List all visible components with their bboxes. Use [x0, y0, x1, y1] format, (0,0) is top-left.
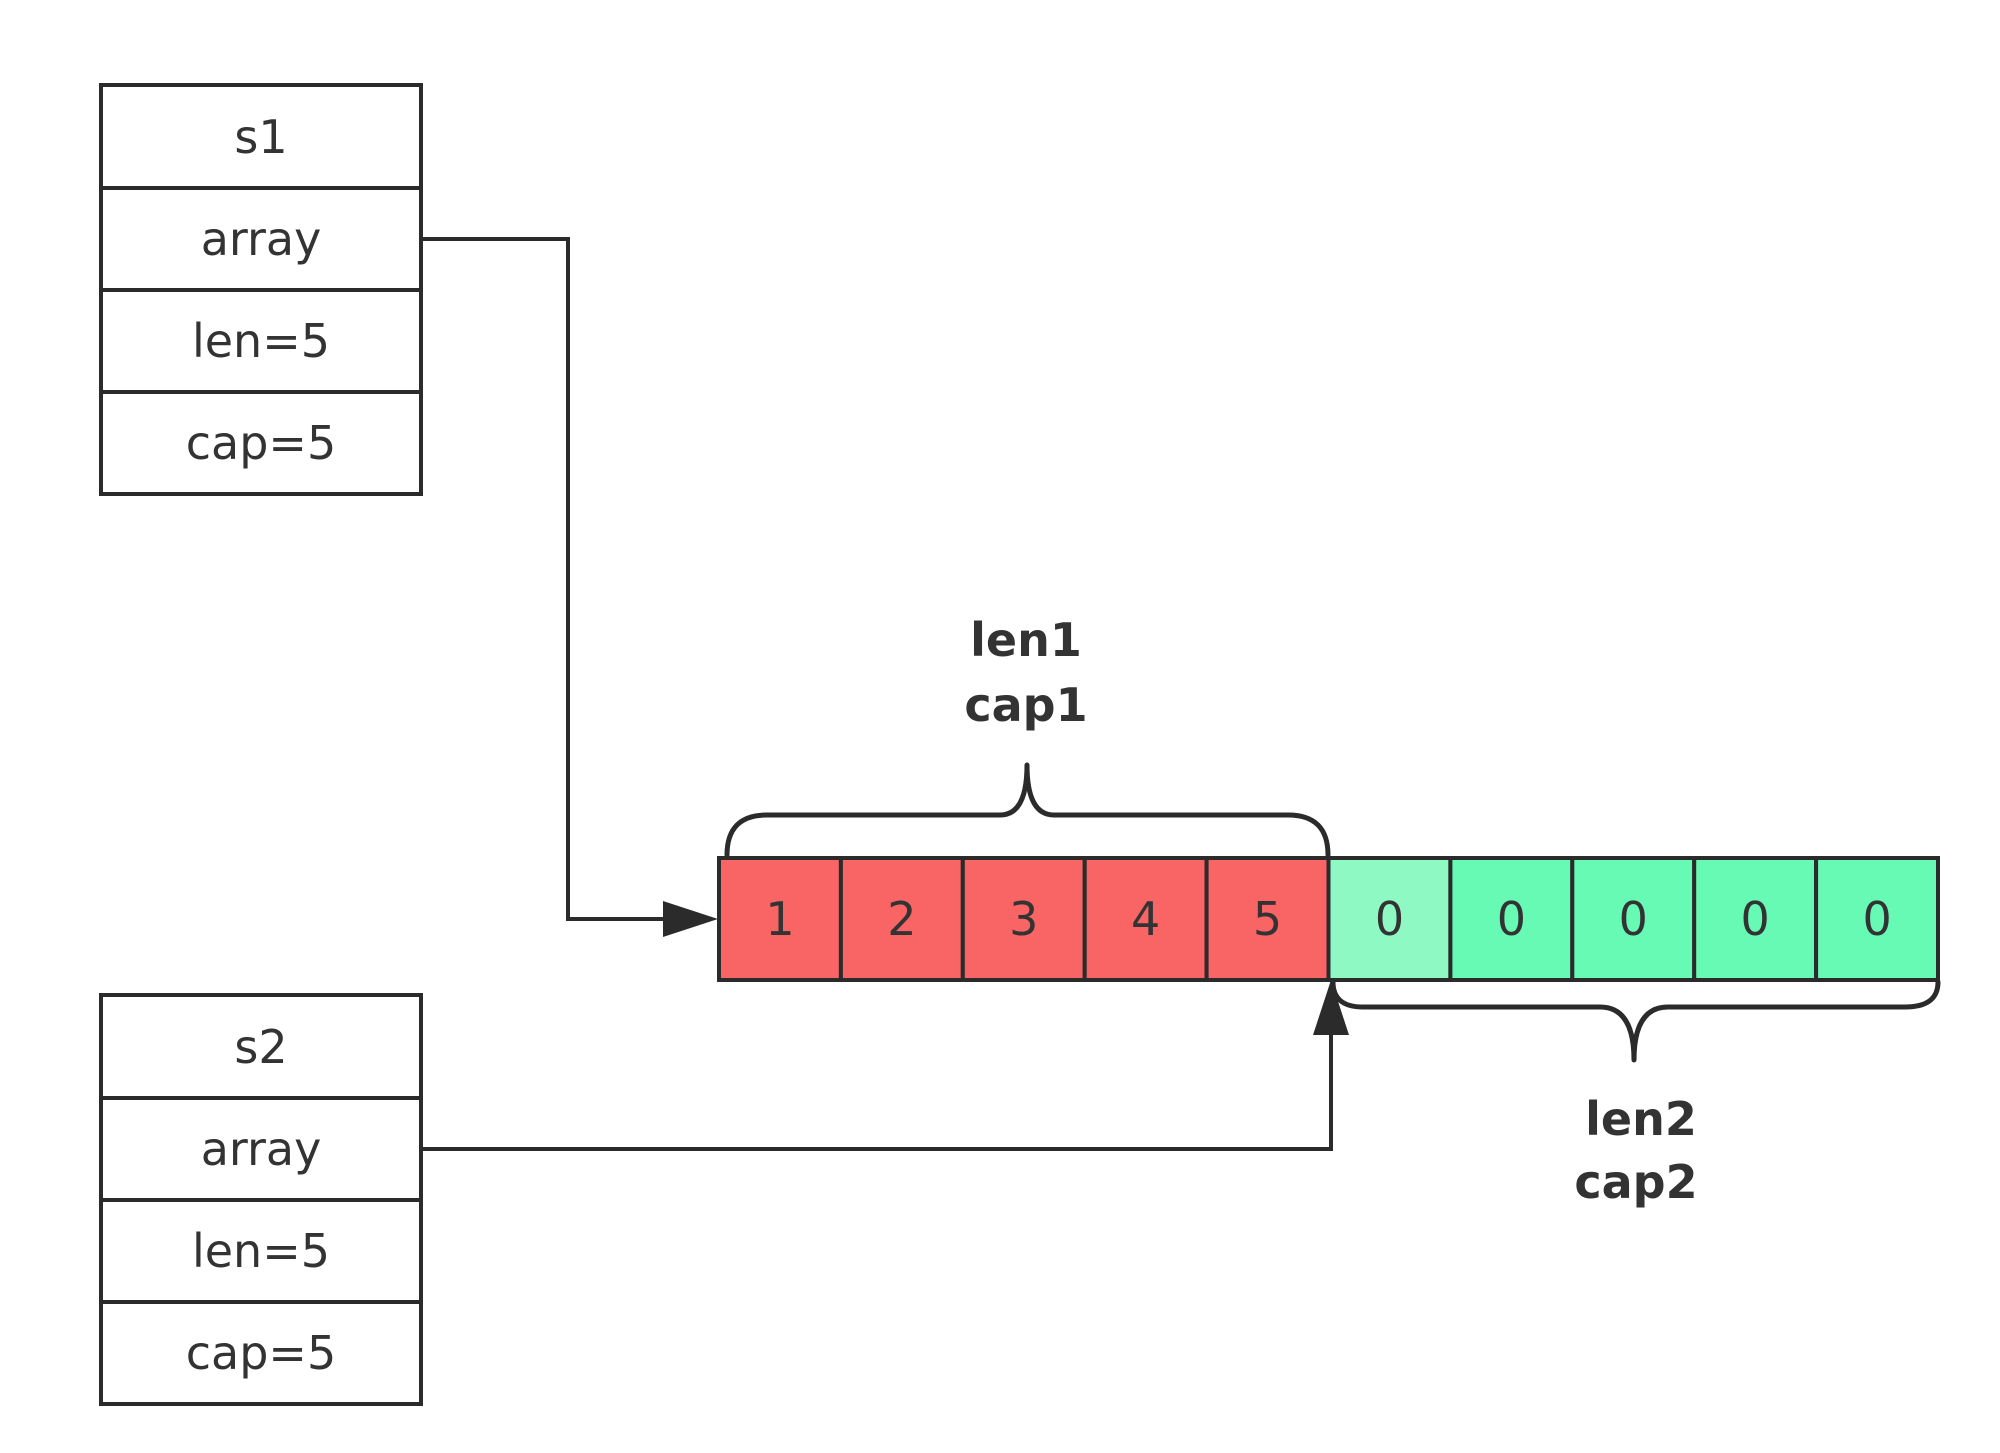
struct-s1-cap-field [99, 390, 423, 496]
struct-s1-name-label: s1 [234, 110, 287, 164]
array-cell-value: 4 [1131, 892, 1160, 946]
array-cell [1692, 856, 1819, 982]
array-cell-value: 0 [1375, 892, 1404, 946]
array-cell-value: 5 [1253, 892, 1282, 946]
s2-array-pointer [421, 1032, 1333, 1151]
top-brace [724, 762, 1331, 858]
struct-s2-len-label: len=5 [192, 1224, 330, 1278]
array-cell-value: 2 [887, 892, 916, 946]
struct-s2: s2 array len=5 cap=5 [99, 993, 423, 1406]
struct-s1-len-label: len=5 [192, 314, 330, 368]
backing-array: 1 2 3 4 5 0 0 0 0 0 [717, 856, 1940, 982]
struct-s1-array-label: array [201, 212, 322, 266]
struct-s1-cap-label: cap=5 [186, 416, 337, 470]
array-cell [1326, 856, 1453, 982]
array-cell [1814, 856, 1940, 982]
array-cell [1570, 856, 1697, 982]
struct-s2-array-field [99, 1096, 423, 1202]
s2-array-arrowhead [1313, 980, 1349, 1035]
array-cell [1204, 856, 1331, 982]
array-cell [1082, 856, 1209, 982]
array-cell-value: 0 [1497, 892, 1526, 946]
s1-array-pointer [421, 237, 668, 921]
struct-s1-name-field [99, 83, 423, 190]
array-cell-value: 1 [765, 892, 794, 946]
struct-s2-cap-label: cap=5 [186, 1326, 337, 1380]
top-brace-label-cap: cap1 [964, 678, 1087, 732]
top-brace-label-len: len1 [970, 613, 1082, 667]
array-cell [838, 856, 965, 982]
bottom-brace [1330, 979, 1941, 1063]
struct-s2-name-label: s2 [234, 1020, 287, 1074]
s1-array-arrowhead [663, 901, 718, 937]
struct-s1-array-field [99, 186, 423, 292]
array-cell-value: 0 [1741, 892, 1770, 946]
struct-s2-array-label: array [201, 1122, 322, 1176]
array-cell-value: 0 [1862, 892, 1891, 946]
struct-s2-cap-field [99, 1300, 423, 1406]
array-cell [717, 856, 843, 982]
array-cell-value: 3 [1009, 892, 1038, 946]
array-cell-value: 0 [1619, 892, 1648, 946]
struct-s1: s1 array len=5 cap=5 [99, 83, 423, 496]
bottom-brace-label-len: len2 [1585, 1092, 1697, 1146]
bottom-brace-label-cap: cap2 [1574, 1155, 1697, 1209]
